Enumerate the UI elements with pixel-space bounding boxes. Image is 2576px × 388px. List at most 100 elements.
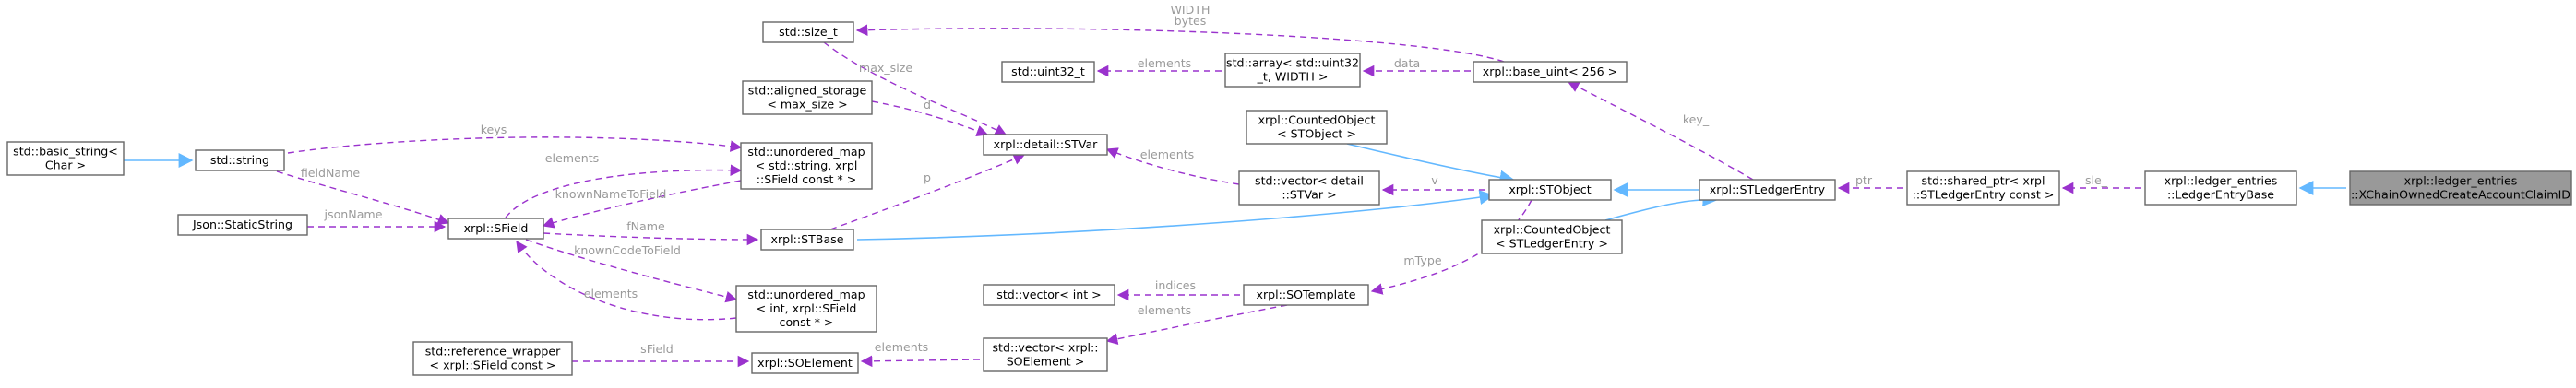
node-label: std::vector< int > xyxy=(996,288,1101,301)
edge-json_staticstring-to-sfield: jsonName xyxy=(307,207,447,233)
inheritance-arrow xyxy=(1604,192,1718,221)
node-label: < STObject > xyxy=(1277,127,1356,141)
edge-reference_wrapper-to-soelement: sField xyxy=(572,342,750,368)
node-label: ::STVar > xyxy=(1282,188,1336,202)
class-node-unordered_map_int[interactable]: std::unordered_map< int, xrpl::SFieldcon… xyxy=(735,285,877,333)
node-label: xrpl::SField xyxy=(464,221,529,235)
class-node-json_staticstring[interactable]: Json::StaticString xyxy=(177,214,308,236)
class-node-stbase[interactable]: xrpl::STBase xyxy=(760,229,854,251)
node-label: xrpl::STBase xyxy=(771,232,844,246)
class-node-basic_string[interactable]: std::basic_string<Char > xyxy=(6,141,125,176)
node-label: xrpl::ledger_entries xyxy=(2404,174,2518,188)
class-node-unordered_map_string[interactable]: std::unordered_map< std::string, xrpl::S… xyxy=(740,142,873,190)
node-label: std::vector< xrpl:: xyxy=(992,341,1098,355)
node-box xyxy=(2144,170,2297,206)
edge-unordered_map_int-to-sfield: elements xyxy=(516,240,737,321)
node-label: < STLedgerEntry > xyxy=(1496,237,1608,251)
edge-label: jsonName xyxy=(324,207,383,221)
node-label: xrpl::STLedgerEntry xyxy=(1710,182,1826,196)
class-node-vector_int[interactable]: std::vector< int > xyxy=(983,284,1115,306)
usage-arrow xyxy=(525,239,738,303)
edge-label: elements xyxy=(545,151,600,165)
edge-vector_int-to-sotemplate: indices xyxy=(1116,278,1240,301)
class-node-base_uint[interactable]: xrpl::base_uint< 256 > xyxy=(1473,61,1628,83)
edge-stbase-to-stobject xyxy=(856,190,1495,241)
node-box xyxy=(742,80,873,115)
node-box xyxy=(1473,61,1628,83)
node-label: std::size_t xyxy=(779,25,838,39)
node-label: std::reference_wrapper xyxy=(425,345,561,359)
edge-sfield-to-stbase: fName xyxy=(543,219,759,246)
edge-label: data xyxy=(1394,56,1420,70)
class-node-stledgerentry[interactable]: xrpl::STLedgerEntry xyxy=(1699,179,1836,201)
edge-vector_stvar-to-stobject: v xyxy=(1381,173,1485,196)
class-node-xchain[interactable]: xrpl::ledger_entries::XChainOwnedCreateA… xyxy=(2349,170,2572,206)
node-label: std::aligned_storage xyxy=(748,84,867,98)
class-node-stobject[interactable]: xrpl::STObject xyxy=(1488,179,1612,201)
node-label: std::shared_ptr< xrpl xyxy=(1922,174,2045,188)
class-node-ledgerentrybase[interactable]: xrpl::ledger_entries::LedgerEntryBase xyxy=(2144,170,2297,206)
class-node-aligned_storage[interactable]: std::aligned_storage< max_size > xyxy=(742,80,873,115)
usage-arrow xyxy=(287,136,743,154)
edge-array_uint32-to-base_uint: data xyxy=(1362,56,1471,77)
edge-label: sle_ xyxy=(2085,173,2108,187)
edge-label: elements xyxy=(875,340,929,354)
usage-arrow xyxy=(276,170,450,225)
node-box xyxy=(1699,179,1836,201)
edge-label: elements xyxy=(1140,147,1195,161)
edge-label: p xyxy=(924,170,931,184)
node-label: xrpl::STObject xyxy=(1509,182,1591,196)
edge-stledgerentry-to-shared_ptr: ptr xyxy=(1837,173,1903,194)
class-node-reference_wrapper[interactable]: std::reference_wrapper< xrpl::SField con… xyxy=(412,341,573,376)
node-label: < std::string, xrpl xyxy=(756,159,858,172)
node-box xyxy=(1481,219,1623,254)
class-node-string[interactable]: std::string xyxy=(195,149,285,171)
node-box xyxy=(983,337,1108,372)
class-node-shared_ptr[interactable]: std::shared_ptr< xrpl::STLedgerEntry con… xyxy=(1906,170,2060,206)
node-box xyxy=(983,134,1108,156)
edge-base_uint-to-stledgerentry: key_ xyxy=(1567,81,1754,181)
edge-label: max_size xyxy=(859,61,912,75)
edge-layer: keysfieldNamejsonNameelementsknownNameTo… xyxy=(124,3,2346,368)
class-node-countedobject_stledgerentry[interactable]: xrpl::CountedObject< STLedgerEntry > xyxy=(1481,219,1623,254)
inheritance-arrow xyxy=(1346,143,1515,185)
edge-label: sField xyxy=(640,342,674,356)
node-box xyxy=(1488,179,1612,201)
node-label: < xrpl::SField const > xyxy=(430,359,556,372)
node-label: xrpl::CountedObject xyxy=(1258,113,1376,127)
class-node-uint32[interactable]: std::uint32_t xyxy=(1001,61,1095,83)
node-label: ::LedgerEntryBase xyxy=(2167,188,2274,202)
node-box xyxy=(983,284,1115,306)
edge-size_t-to-stvar: max_size xyxy=(823,41,1008,135)
edge-countedobject_stobject-to-stobject xyxy=(1346,143,1515,185)
node-box xyxy=(412,341,573,376)
class-node-countedobject_stobject[interactable]: xrpl::CountedObject< STObject > xyxy=(1246,110,1388,145)
node-label: xrpl::CountedObject xyxy=(1494,223,1611,237)
node-label: xrpl::detail::STVar xyxy=(994,137,1099,151)
node-label: xrpl::SOTemplate xyxy=(1257,288,1356,301)
node-box xyxy=(1238,170,1380,206)
usage-arrow xyxy=(542,180,742,229)
edge-label: indices xyxy=(1155,278,1196,292)
edge-label: v xyxy=(1431,173,1438,187)
edge-label: bytes xyxy=(1175,14,1207,28)
class-node-sfield[interactable]: xrpl::SField xyxy=(447,218,544,240)
node-box xyxy=(2349,170,2572,206)
class-node-size_t[interactable]: std::size_t xyxy=(762,21,854,43)
node-label: std::unordered_map xyxy=(747,288,865,301)
node-box xyxy=(447,218,544,240)
class-node-vector_stvar[interactable]: std::vector< detail::STVar > xyxy=(1238,170,1380,206)
class-node-sotemplate[interactable]: xrpl::SOTemplate xyxy=(1243,284,1369,306)
node-box xyxy=(1001,61,1095,83)
node-box xyxy=(6,141,125,176)
edge-label: keys xyxy=(481,123,507,136)
class-node-array_uint32[interactable]: std::array< std::uint32_t, WIDTH > xyxy=(1224,53,1361,88)
edge-label: d xyxy=(924,98,931,112)
class-node-stvar[interactable]: xrpl::detail::STVar xyxy=(983,134,1108,156)
node-label: < int, xrpl::SField xyxy=(757,301,857,315)
node-label: _t, WIDTH > xyxy=(1257,70,1329,84)
class-node-vector_soelement[interactable]: std::vector< xrpl::SOElement > xyxy=(983,337,1108,372)
node-label: std::string xyxy=(210,153,269,167)
class-node-soelement[interactable]: xrpl::SOElement xyxy=(751,352,859,374)
